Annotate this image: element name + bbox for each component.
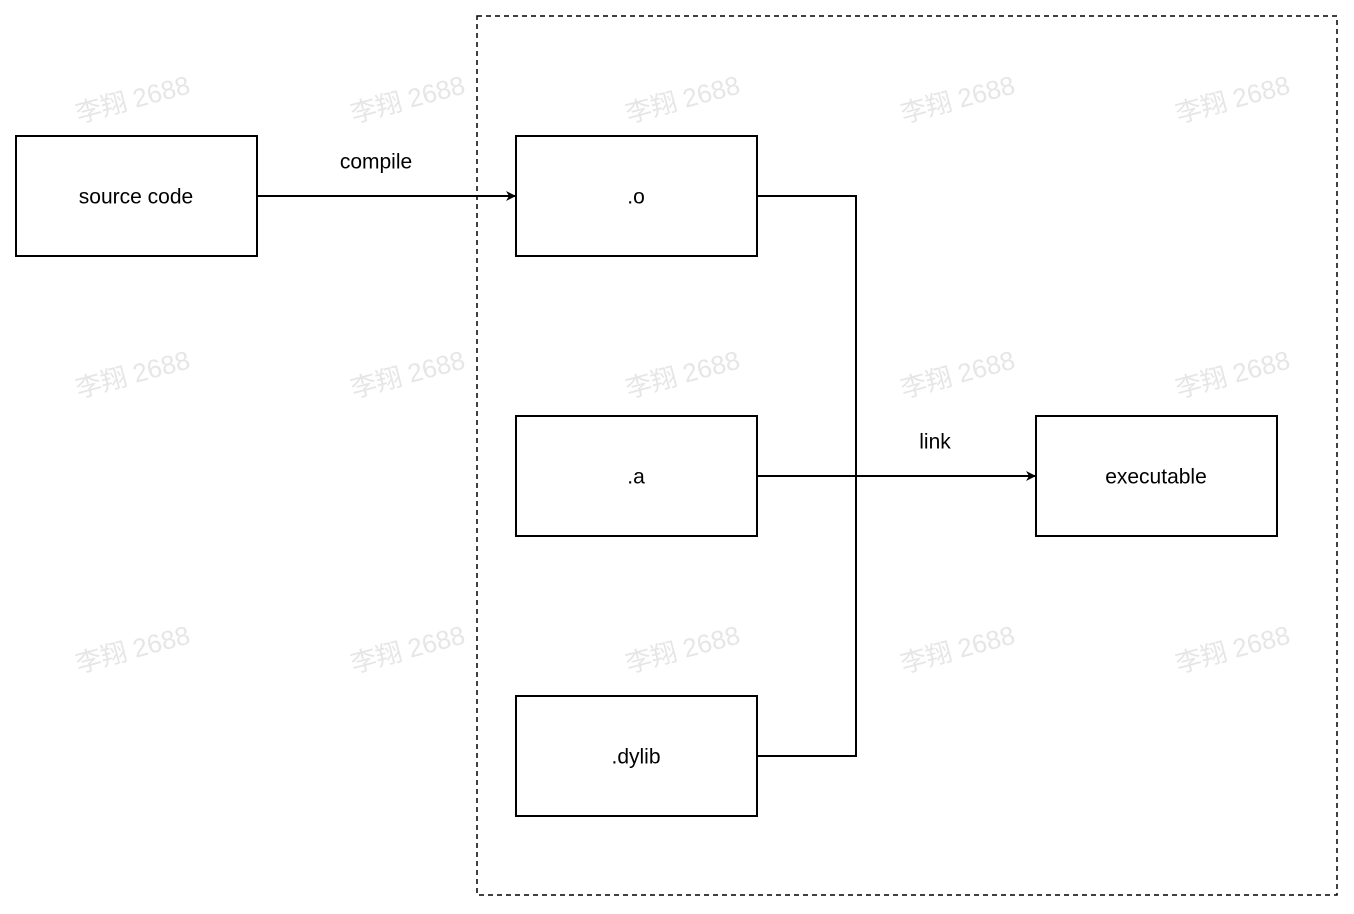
watermark-text: 李翔 2688 [347, 70, 468, 129]
watermark-text: 李翔 2688 [622, 345, 743, 404]
node-label: source code [79, 186, 193, 209]
group-container[interactable] [476, 15, 1338, 896]
watermark-text: 李翔 2688 [622, 620, 743, 679]
link-edge-dylib[interactable] [757, 476, 857, 757]
watermark-text: 李翔 2688 [72, 345, 193, 404]
watermark-text: 李翔 2688 [1172, 70, 1293, 129]
node-a[interactable]: .a [515, 415, 758, 537]
link-edge-o[interactable] [757, 195, 857, 476]
watermark-text: 李翔 2688 [1172, 345, 1293, 404]
node-o[interactable]: .o [515, 135, 758, 257]
node-dylib[interactable]: .dylib [515, 695, 758, 817]
node-executable[interactable]: executable [1035, 415, 1278, 537]
node-label: .o [627, 186, 645, 209]
watermark-text: 李翔 2688 [347, 345, 468, 404]
watermark-text: 李翔 2688 [1172, 620, 1293, 679]
link-label: link [919, 431, 951, 454]
watermark-text: 李翔 2688 [897, 345, 1018, 404]
watermark-text: 李翔 2688 [72, 620, 193, 679]
watermark-text: 李翔 2688 [347, 620, 468, 679]
watermark-text: 李翔 2688 [72, 70, 193, 129]
watermark-text: 李翔 2688 [897, 620, 1018, 679]
watermark-text: 李翔 2688 [897, 70, 1018, 129]
node-label: executable [1105, 466, 1207, 489]
compile-label: compile [340, 151, 412, 174]
node-label: .dylib [611, 746, 660, 769]
node-label: .a [627, 466, 645, 489]
node-source-code[interactable]: source code [15, 135, 258, 257]
watermark-text: 李翔 2688 [622, 70, 743, 129]
